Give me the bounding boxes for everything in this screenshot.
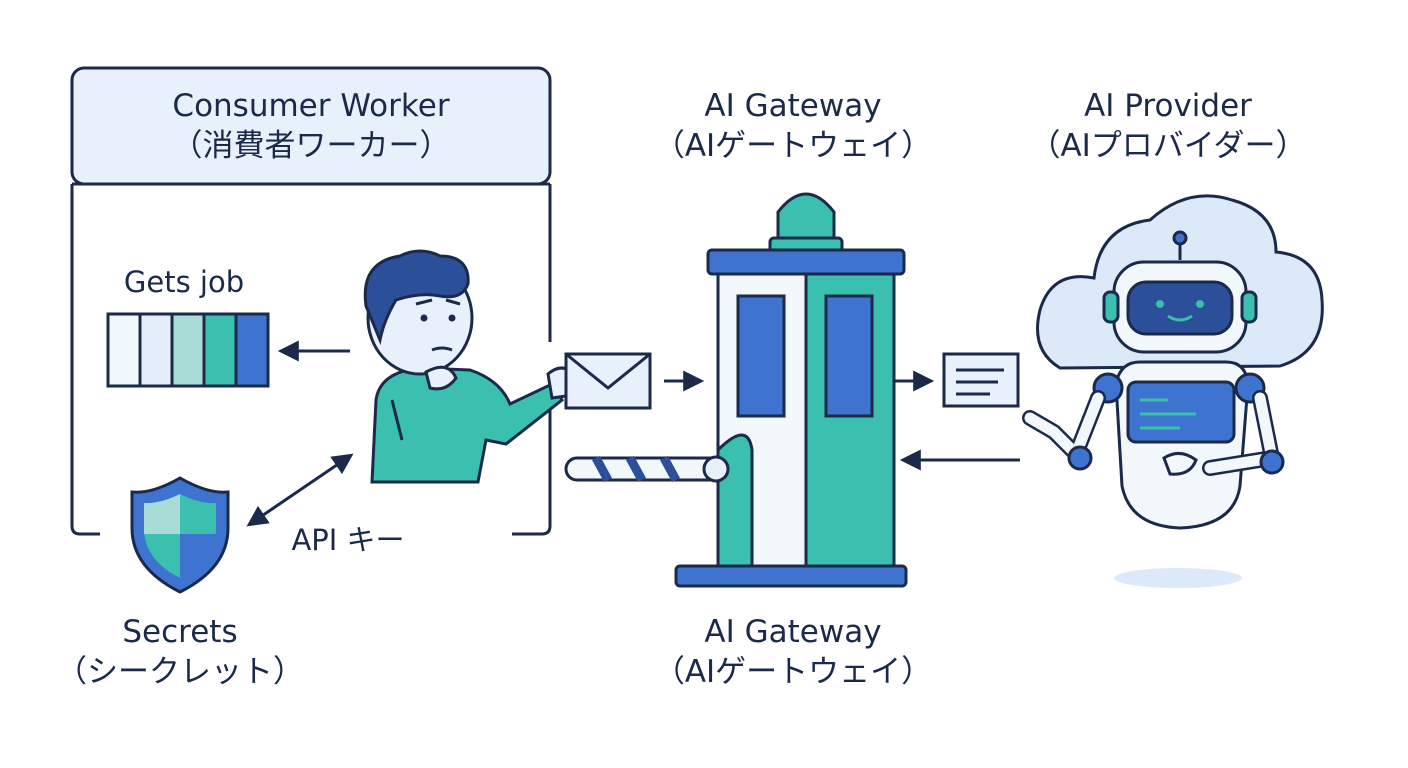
consumer-worker-label: Consumer Worker （消費者ワーカー）	[172, 86, 451, 166]
robot-icon	[1022, 230, 1285, 588]
shield-icon	[130, 476, 230, 594]
gateway-bottom-subtitle: （AIゲートウェイ）	[653, 654, 933, 690]
secrets-subtitle: （シークレット）	[56, 654, 304, 690]
gateway-booth-icon	[564, 192, 908, 588]
consumer-worker-subtitle: （消費者ワーカー）	[171, 128, 451, 164]
job-queue-icon	[106, 312, 270, 388]
gateway-top-label: AI Gateway （AIゲートウェイ）	[654, 86, 932, 166]
provider-subtitle: （AIプロバイダー）	[1029, 128, 1307, 164]
gets-job-label: Gets job	[123, 265, 245, 299]
consumer-worker-box	[70, 66, 552, 536]
envelope-icon	[564, 352, 652, 410]
document-icon	[942, 352, 1020, 408]
arrow-api-key	[246, 453, 354, 527]
provider-label: AI Provider （AIプロバイダー）	[1029, 86, 1306, 166]
gateway-top-title: AI Gateway	[704, 88, 882, 124]
secrets-title: Secrets	[122, 614, 238, 650]
consumer-worker-title: Consumer Worker	[172, 88, 450, 124]
provider-title: AI Provider	[1084, 88, 1252, 124]
gateway-top-subtitle: （AIゲートウェイ）	[653, 128, 933, 164]
worker-person-icon	[363, 249, 576, 484]
secrets-label: Secrets （シークレット）	[56, 612, 304, 692]
api-key-label: API キー	[291, 523, 405, 557]
gateway-bottom-title: AI Gateway	[704, 614, 882, 650]
gateway-bottom-label: AI Gateway （AIゲートウェイ）	[654, 612, 932, 692]
